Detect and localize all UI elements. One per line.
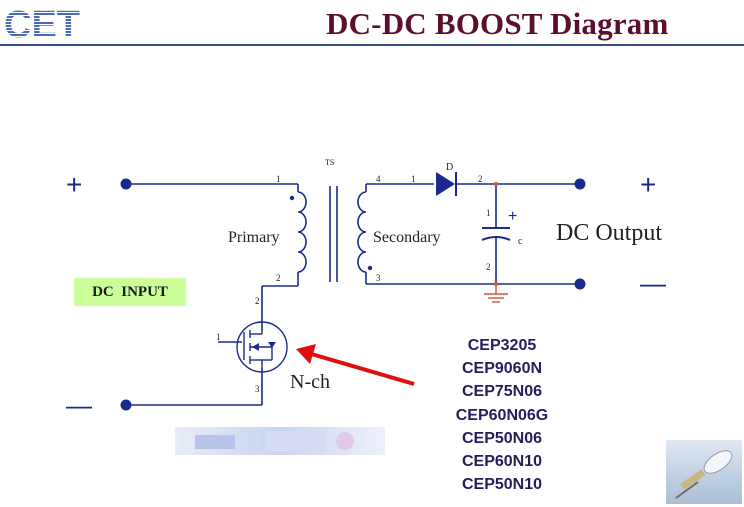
input-minus-sign: —: [66, 390, 92, 420]
cap-plate-bottom: [481, 236, 511, 241]
part-number-item: CEP60N06G: [455, 406, 549, 424]
transformer-ref: TS: [325, 158, 334, 167]
part-number-item: CEP75N06: [461, 383, 543, 401]
primary-coil: [297, 191, 307, 273]
pin-mosfet-source: 3: [255, 384, 260, 394]
pin-secondary-top: 4: [376, 174, 381, 184]
decorative-banner-image: [175, 427, 385, 455]
pin-secondary-bottom: 3: [376, 273, 381, 283]
input-plus-sign: +: [66, 169, 82, 200]
output-terminal-positive: [574, 178, 586, 190]
diode-symbol: [436, 172, 455, 196]
part-number-item: CEP60N10: [461, 452, 543, 470]
pin-primary-bottom: 2: [276, 273, 281, 283]
lamp-bulb-image: [666, 440, 742, 504]
pin-cap-bottom: 2: [486, 262, 491, 272]
mosfet-arrow: [252, 343, 259, 351]
part-pointer-arrow: [307, 351, 415, 386]
pin-mosfet-gate: 1: [216, 332, 221, 342]
primary-label: Primary: [228, 229, 280, 246]
cet-logo: CET: [4, 4, 80, 42]
input-terminal-positive: [120, 178, 132, 190]
diode-ref: D: [446, 162, 453, 173]
pin-mosfet-drain: 2: [255, 296, 260, 306]
secondary-coil: [357, 191, 367, 273]
part-number-item: CEP9060N: [461, 360, 543, 378]
secondary-dot: [367, 265, 373, 271]
capacitor-polarity: +: [508, 208, 517, 225]
mosfet-body-diode: [268, 342, 276, 348]
part-number-item: CEP50N06: [461, 429, 543, 447]
pin-primary-top: 1: [276, 174, 281, 184]
part-pointer-arrowhead: [296, 344, 316, 364]
mosfet-label: N-ch: [290, 371, 330, 393]
output-terminal-negative: [574, 278, 586, 290]
title-underline: [0, 44, 744, 46]
part-number-item: CEP3205: [467, 337, 537, 354]
part-number-item: CEP50N10: [461, 476, 543, 494]
capacitor-ref: c: [518, 236, 523, 247]
output-label: DC Output: [556, 220, 662, 246]
primary-dot: [289, 195, 295, 201]
page-title: DC-DC BOOST Diagram: [326, 6, 669, 41]
logo-text: CET: [4, 4, 80, 42]
ground-symbol: [484, 284, 508, 303]
input-terminal-negative: [120, 399, 132, 411]
secondary-label: Secondary: [373, 229, 441, 246]
output-minus-sign: —: [640, 268, 666, 298]
output-plus-sign: +: [640, 169, 656, 200]
junction-top: [494, 182, 498, 186]
pin-diode-out: 2: [478, 174, 483, 184]
pin-cap-top: 1: [486, 208, 491, 218]
pin-diode-in: 1: [411, 174, 416, 184]
dc-input-label: DC INPUT: [74, 278, 186, 306]
